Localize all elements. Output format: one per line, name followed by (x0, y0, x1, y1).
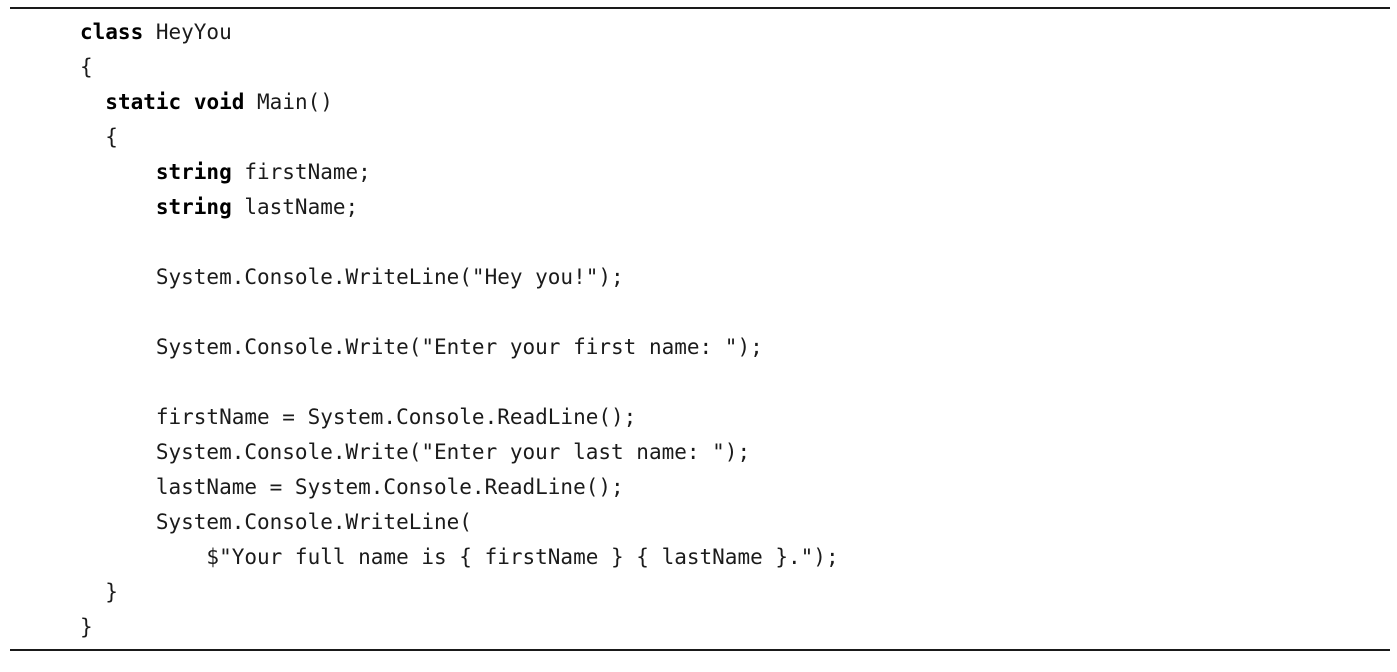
code-text (80, 90, 105, 114)
code-text: } (80, 580, 118, 604)
code-text: { (80, 55, 93, 79)
code-text (80, 195, 156, 219)
code-line-15: System.Console.WriteLine( (80, 505, 1397, 540)
code-text (181, 90, 194, 114)
code-text: Main() (244, 90, 333, 114)
code-text: lastName; (231, 195, 359, 219)
code-text: firstName; (231, 160, 371, 184)
code-text: System.Console.WriteLine( (80, 510, 472, 534)
code-line-16: $"Your full name is { firstName } { last… (80, 540, 1397, 575)
code-line-18: } (80, 610, 1397, 645)
code-text: System.Console.Write("Enter your first n… (80, 335, 763, 359)
code-text: System.Console.Write("Enter your last na… (80, 440, 751, 464)
code-keyword: static (105, 90, 182, 114)
code-text: System.Console.WriteLine("Hey you!"); (80, 265, 624, 289)
code-line-13: System.Console.Write("Enter your last na… (80, 435, 1397, 470)
code-listing: class HeyYou { static void Main() { strin… (0, 9, 1397, 648)
code-line-8: System.Console.WriteLine("Hey you!"); (80, 260, 1397, 295)
code-keyword: string (155, 160, 232, 184)
code-line-1: class HeyYou (80, 15, 1397, 50)
code-line-10: System.Console.Write("Enter your first n… (80, 330, 1397, 365)
code-line-9 (80, 295, 1397, 330)
code-line-7 (80, 225, 1397, 260)
code-keyword: void (193, 90, 245, 114)
code-line-11 (80, 365, 1397, 400)
code-line-14: lastName = System.Console.ReadLine(); (80, 470, 1397, 505)
code-text: firstName = System.Console.ReadLine(); (80, 405, 637, 429)
code-text (80, 160, 156, 184)
top-rule (10, 7, 1390, 9)
code-line-6: string lastName; (80, 190, 1397, 225)
code-line-17: } (80, 575, 1397, 610)
code-text: { (80, 125, 118, 149)
code-line-3: static void Main() (80, 85, 1397, 120)
code-text: $"Your full name is { firstName } { last… (80, 545, 839, 569)
code-text: } (80, 615, 93, 639)
code-line-12: firstName = System.Console.ReadLine(); (80, 400, 1397, 435)
code-keyword: string (155, 195, 232, 219)
bottom-rule (10, 649, 1390, 651)
code-line-5: string firstName; (80, 155, 1397, 190)
code-text: lastName = System.Console.ReadLine(); (80, 475, 624, 499)
code-line-2: { (80, 50, 1397, 85)
code-text: HeyYou (143, 20, 232, 44)
code-listing-page: class HeyYou { static void Main() { strin… (0, 7, 1397, 672)
code-line-4: { (80, 120, 1397, 155)
code-keyword: class (80, 20, 144, 44)
